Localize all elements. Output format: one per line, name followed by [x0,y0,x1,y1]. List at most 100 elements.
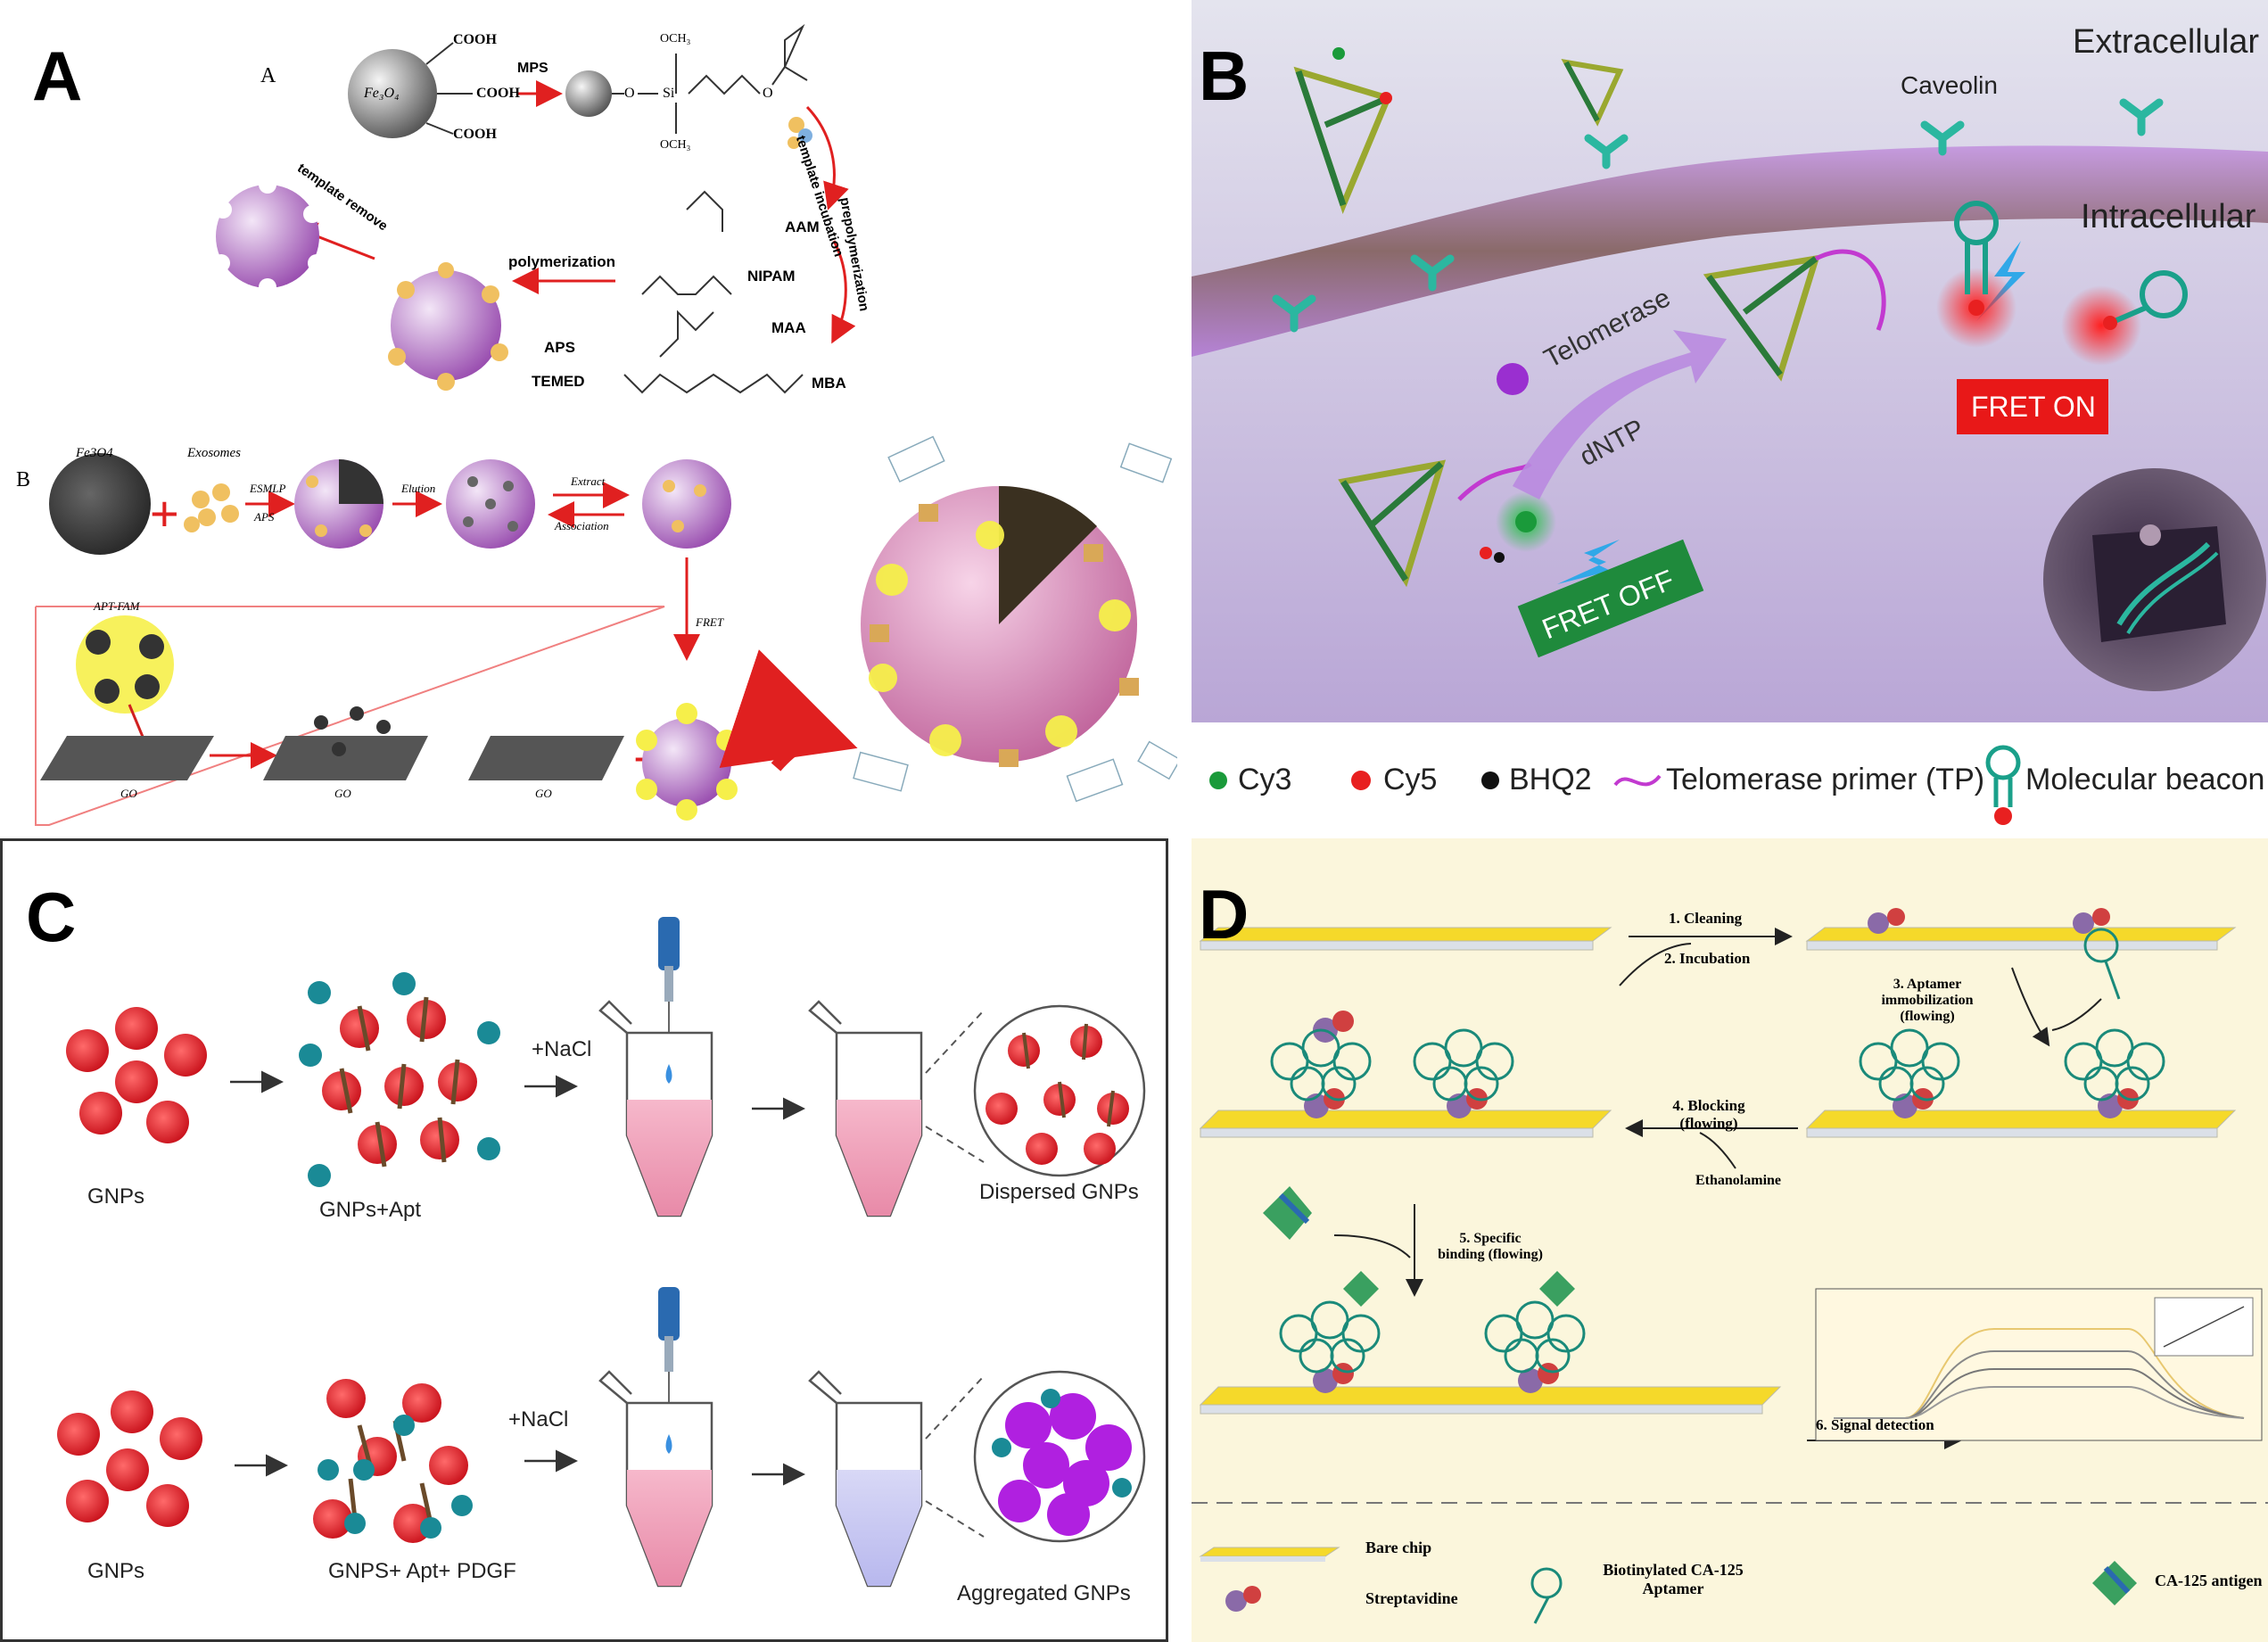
legend-bhq2: BHQ2 [1509,763,1592,796]
gnps-apt-label: GNPs+Apt [319,1198,422,1222]
gnps-bottom-label: GNPs [87,1559,145,1583]
gnp-cluster-top [66,1007,207,1143]
esmlp-label: ESMLP [250,482,286,495]
panel-c: C GNPs GNPs+Apt +NaCl Dispersed GNPs GNP… [0,838,1168,1642]
legend-bare-chip: Bare chip [1365,1539,1432,1556]
aggregated-gnps-label: Aggregated GNPs [957,1581,1131,1605]
dna-tetrahedron-small [1561,59,1624,127]
panel-b-label: B [1199,37,1249,115]
ca125-antigen-molecules [1263,1186,2137,1605]
tube-bottom-2 [808,1370,923,1588]
dna-tetrahedron-bottom [1338,459,1447,588]
gnp-cluster-bottom [57,1390,202,1527]
temed-label: TEMED [532,373,585,390]
row-aggregated [57,1287,1146,1588]
elution-label: Elution [401,482,436,495]
dna-tetrahedron-top [1293,66,1392,214]
legend-ca125-antigen: CA-125 antigen [2155,1572,2263,1589]
sensorgram-graph [1815,1288,2263,1441]
go-label-2: GO [334,787,351,800]
bhq2-legend-icon [1481,771,1499,789]
aps-b-label: APS [254,510,275,524]
fe3o4-core-sphere [348,49,437,138]
cooh-label-1: COOH [453,32,497,47]
chips [1199,927,2237,1415]
maa-label: MAA [771,319,806,336]
legend-molecular-beacon: Molecular beacon [2025,763,2265,796]
exosomes-label: Exosomes [187,446,241,460]
aggregated-zoom-circle [973,1370,1146,1543]
och3-bottom-label: OCH₃ [660,138,691,152]
o-label-1: O [624,86,635,101]
och3-top-label: OCH₃ [660,32,691,45]
mip-nanoparticle [391,270,501,381]
telomerase-enzyme [1497,363,1529,395]
legend-streptavidine: Streptavidine [1365,1589,1458,1607]
association-label: Association [555,519,609,532]
core-label: Fe₃O₄ [364,86,400,101]
step1-label: 1. Cleaning [1669,910,1743,927]
panel-c-artwork [57,917,1146,1588]
dispersed-gnps-label: Dispersed GNPs [979,1180,1139,1204]
nacl-top-label: +NaCl [532,1037,592,1061]
fe3o4-b-label: Fe3O4 [76,446,113,460]
si-label: Si [663,86,675,101]
fret-label: FRET [696,615,724,629]
gnp-apt-cluster-top [299,972,500,1187]
dispersed-zoom-circle [973,1004,1146,1177]
o-label-2: O [763,86,773,101]
step3-label: 3. Aptamer immobilization (flowing) [1881,977,1974,1024]
go-sheet-3 [468,736,624,780]
gnps-top-label: GNPs [87,1184,145,1209]
step4-label: 4. Blocking (flowing) [1672,1097,1745,1132]
exosome-cluster [184,483,239,532]
cy5-legend-icon [1351,771,1371,790]
apt-fam-label: APT-FAM [94,599,140,613]
bare-chip-legend-icon [1199,1547,1340,1557]
polymerization-label: polymerization [508,253,615,270]
imprinted-sphere [212,176,326,296]
legend-biotinylated-aptamer: Biotinylated CA-125 Aptamer [1603,1561,1744,1597]
template-exosome-small [788,117,812,149]
ethanolamine-label: Ethanolamine [1695,1173,1782,1188]
extract-label: Extract [571,474,606,488]
gnp-apt-pdgf-cluster [313,1379,473,1543]
panel-a-label: A [32,37,83,115]
fe3o4-particle [49,453,151,555]
fret-probe-sphere [636,703,738,821]
fret-on-text: FRET ON [1971,391,2096,423]
molecular-beacon-hybridized [2113,270,2188,324]
go-label-1: GO [120,787,137,800]
panel-b: B Extracellular Caveolin Intracellular T… [1192,0,2268,834]
aptamer-loops [1270,928,2165,1624]
row-dispersed [66,917,1146,1217]
rebound-sphere [642,459,731,549]
legend-cy5: Cy5 [1383,763,1438,796]
cy3-legend-icon [1209,771,1227,789]
sub-label-a: A [260,64,276,87]
panel-d-artwork [1192,908,2268,1624]
go-sheet-2 [263,736,428,780]
nipam-label: NIPAM [747,268,796,285]
large-mip-sphere [861,485,1139,767]
gnps-apt-pdgf-label: GNPS+ Apt+ PDGF [328,1559,516,1583]
mps-modified-sphere [565,70,612,117]
panel-b-artwork [1192,0,2268,825]
cell-membrane [1192,145,2268,357]
molecular-beacon-open [1954,201,1999,294]
extracellular-label: Extracellular [2073,23,2260,61]
streptavidin-molecules [1225,908,2139,1612]
fret-off-box [1517,539,1704,658]
go-sheet-1 [40,736,214,780]
aps-label: APS [544,339,575,356]
tube-top-1 [598,1000,713,1217]
legend-telomerase-primer: Telomerase primer (TP) [1666,763,1985,796]
sub-label-b: B [16,468,31,491]
mba-label: MBA [812,375,846,392]
go-fragments [853,435,1177,803]
esmlp-cutaway-sphere [294,459,383,549]
molecular-beacon-legend-icon [1985,745,2021,807]
telomerase-arrow [1513,330,1727,499]
excitation-lightning-right [1976,241,2025,321]
apt-fam-probe [76,615,174,714]
